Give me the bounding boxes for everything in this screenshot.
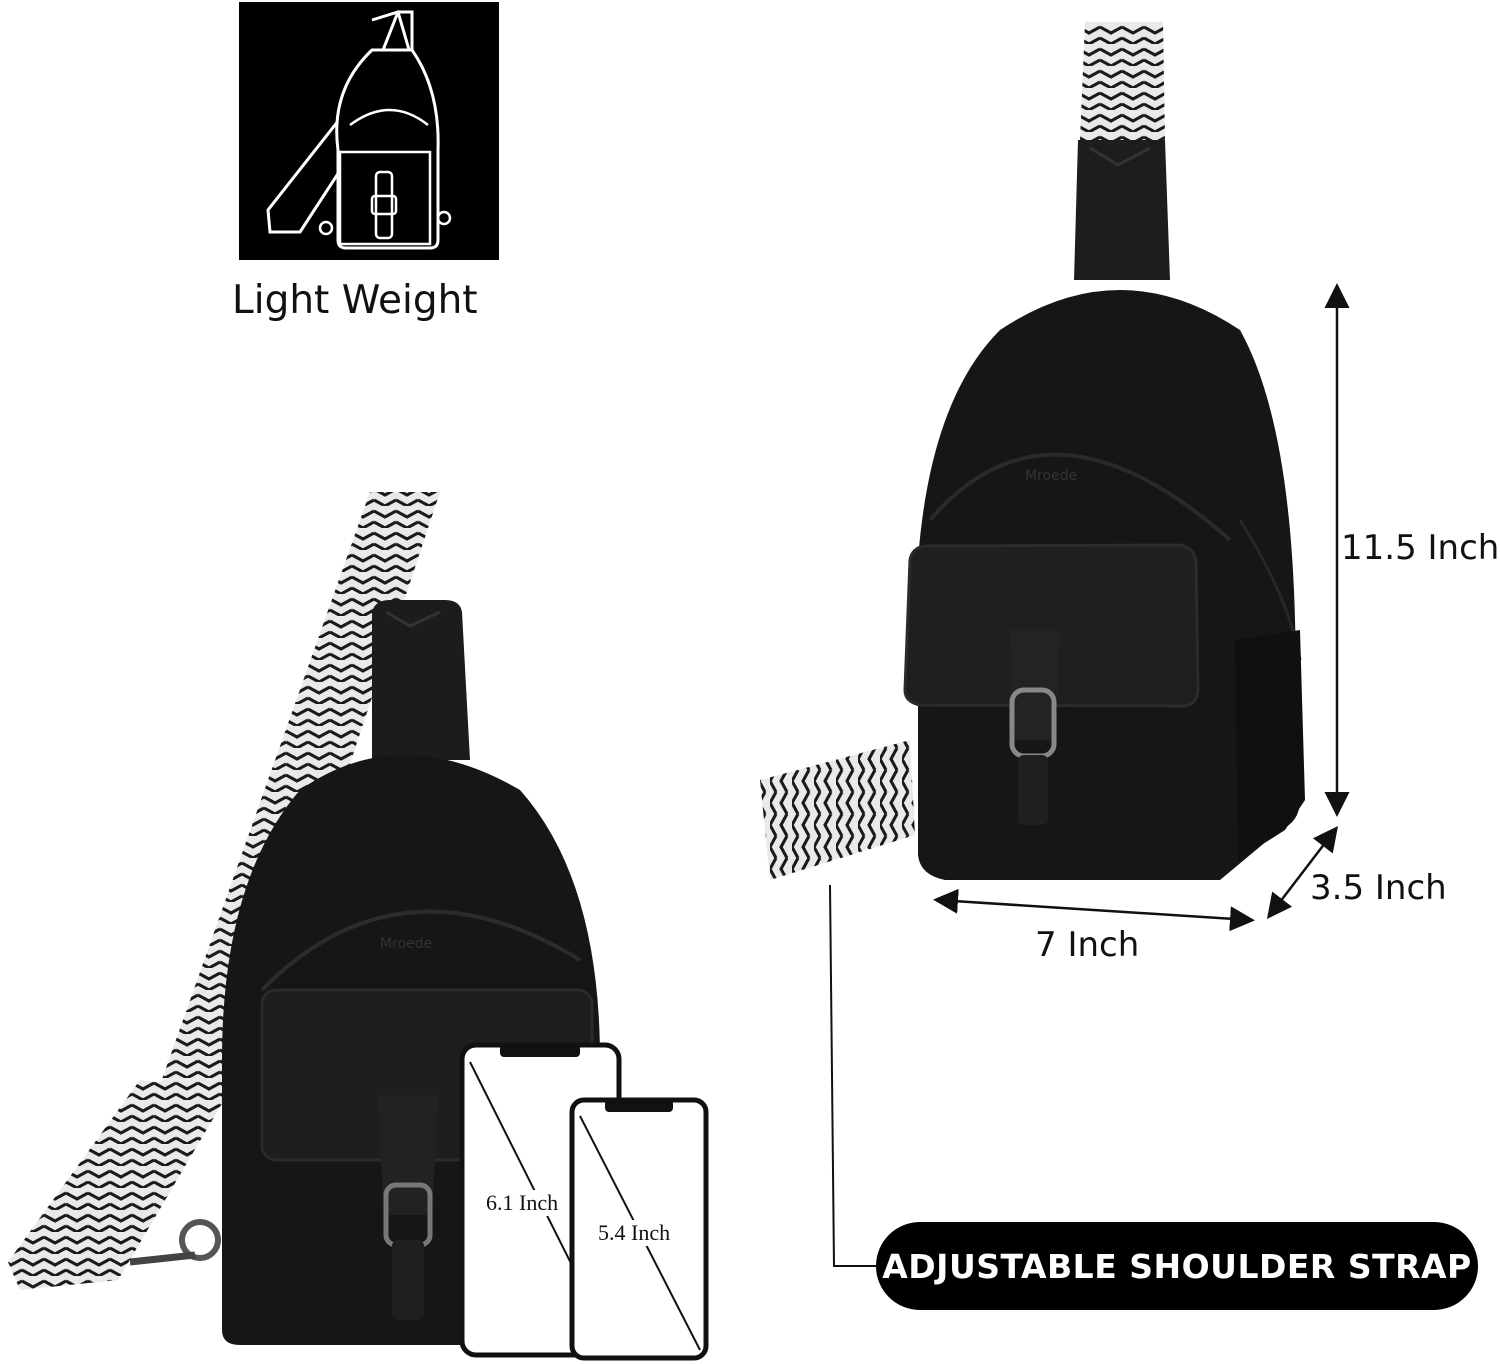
light-weight-label: Light Weight <box>232 278 478 323</box>
light-weight-icon <box>239 2 499 260</box>
adjustable-strap-label: ADJUSTABLE SHOULDER STRAP <box>882 1246 1472 1286</box>
phone-small-label: 5.4 Inch <box>597 1220 672 1246</box>
strap-lower <box>8 1080 230 1290</box>
width-dimension-arrow <box>933 888 1255 932</box>
angled-bag-photo: Mroede <box>760 22 1305 880</box>
svg-text:Mroede: Mroede <box>1025 468 1077 484</box>
svg-text:Mroede: Mroede <box>380 936 432 952</box>
adjustable-strap-badge: ADJUSTABLE SHOULDER STRAP <box>876 1222 1478 1310</box>
depth-dimension-arrow <box>1266 826 1339 919</box>
width-label: 7 Inch <box>1035 925 1140 965</box>
height-label: 11.5 Inch <box>1341 528 1500 568</box>
depth-label: 3.5 Inch <box>1310 868 1447 908</box>
strap-callout-line <box>829 884 876 1267</box>
phone-large-label: 6.1 Inch <box>485 1190 560 1216</box>
